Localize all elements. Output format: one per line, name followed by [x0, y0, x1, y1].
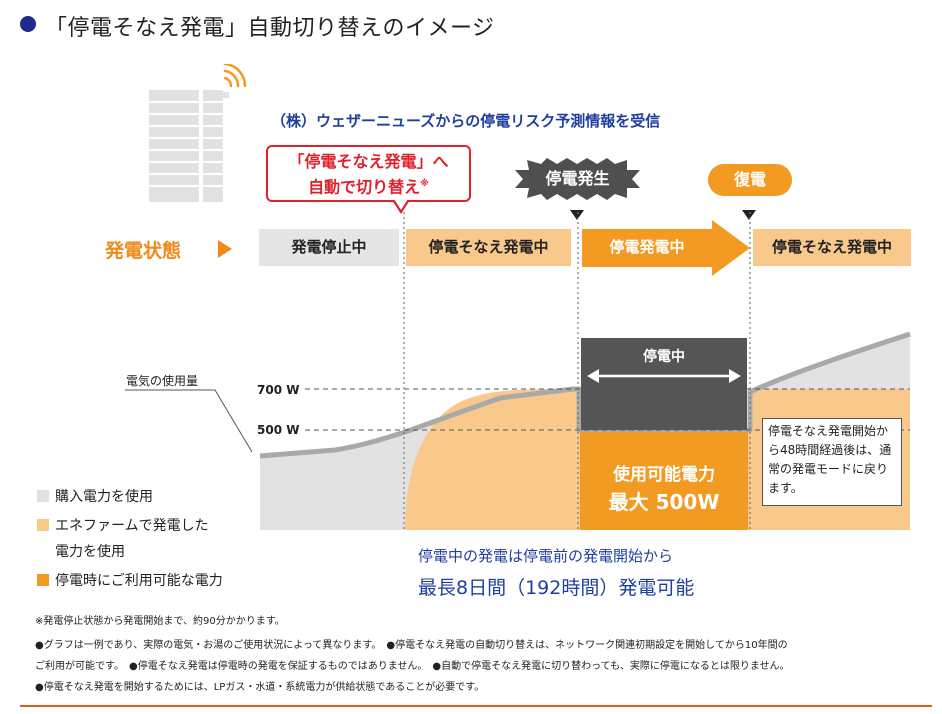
mode-return-note: 停電そなえ発電開始から48時間経過後は、通常の発電モードに戻ります。 — [762, 418, 902, 506]
footnote-4: ●停電そなえ発電を開始するためには、LPガス・水道・系統電力が供給状態であること… — [35, 682, 485, 693]
footnote-2: ●グラフは一例であり、実際の電気・お湯のご使用状況によって異なります。 ●停電そ… — [35, 640, 788, 651]
level-700-label: 700 W — [257, 383, 300, 397]
footnote-1: ※発電停止状態から発電開始まで、約90分かかります。 — [35, 616, 285, 627]
available-power-area — [580, 432, 748, 530]
callout-line1: 「停電そなえ発電」へ — [288, 152, 449, 171]
auto-switch-callout: 「停電そなえ発電」へ 自動で切り替え※ — [266, 145, 471, 202]
summary-line1: 停電中の発電は停電前の発電開始から — [418, 547, 674, 565]
state-standby-generating-2: 停電そなえ発電中 — [753, 229, 911, 266]
state-outage-generating: 停電発電中 — [582, 229, 712, 266]
callout-note-mark: ※ — [420, 179, 429, 189]
restore-marker-icon — [742, 210, 756, 220]
page-title: 「停電そなえ発電」自動切り替えのイメージ — [45, 16, 495, 41]
legend-available: 停電時にご利用可能な電力 — [55, 573, 223, 589]
callout-line2: 自動で切り替え — [308, 177, 421, 197]
state-standby-generating: 停電そなえ発電中 — [406, 229, 571, 266]
outage-period-label: 停電中 — [643, 349, 685, 365]
generation-state-label: 発電状態 — [105, 240, 182, 262]
bottom-rule — [20, 705, 932, 707]
legend-swatch-purchased — [37, 490, 49, 502]
usage-label: 電気の使用量 — [126, 374, 199, 388]
state-stopped: 発電停止中 — [259, 229, 399, 266]
available-power-label: 使用可能電力 — [613, 465, 715, 485]
legend-purchased: 購入電力を使用 — [55, 489, 153, 505]
footnote-3: ご利用が可能です。 ●停電そなえ発電は停電時の発電を保証するものではありません。… — [35, 661, 790, 672]
outage-period-box — [581, 338, 747, 430]
outage-badge: 停電発生 — [545, 169, 610, 188]
enefarm-unit-icon — [149, 64, 247, 202]
double-arrow-icon — [587, 369, 741, 383]
legend-swatch-available — [37, 574, 49, 586]
level-500-label: 500 W — [257, 423, 300, 437]
summary-line2: 最長8日間（192時間）発電可能 — [418, 577, 695, 599]
title-bullet-icon — [20, 16, 36, 32]
forecast-info-text: （株）ウェザーニューズからの停電リスク予測情報を受信 — [271, 112, 661, 130]
callout-pointer-inner — [394, 199, 408, 210]
legend-generated: エネファームで発電した — [55, 518, 209, 534]
legend-generated-line2: 電力を使用 — [55, 544, 125, 560]
outage-marker-icon — [570, 210, 584, 220]
outage-badge-shape — [515, 158, 640, 200]
restore-badge: 復電 — [708, 164, 792, 196]
available-power-value: 最大 500W — [608, 490, 720, 514]
usage-label-leader — [125, 389, 253, 453]
legend-swatch-generated — [37, 519, 49, 531]
play-arrow-icon — [218, 240, 232, 258]
